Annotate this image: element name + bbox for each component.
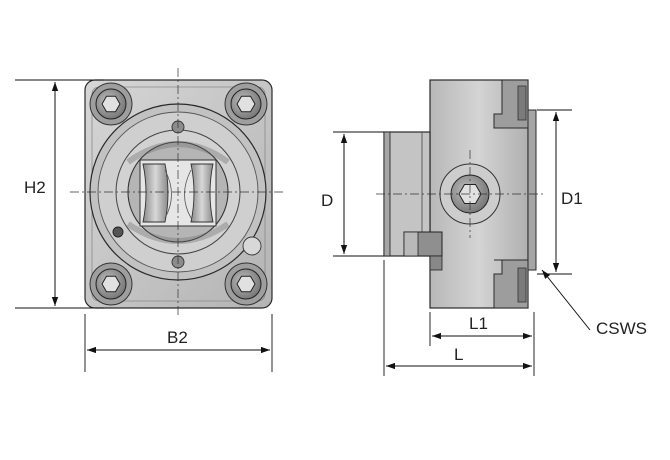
h2-label-bg — [22, 176, 52, 198]
csws-leader-line — [541, 269, 591, 331]
screw-top-right — [224, 82, 268, 126]
side-view — [376, 79, 545, 309]
screw-bottom-left — [89, 262, 133, 306]
d1-label: D1 — [561, 189, 583, 208]
csws-label: CSWS — [596, 319, 647, 338]
front-dowel — [242, 236, 262, 256]
l-label: L — [454, 345, 463, 364]
side-bottom-groove — [517, 267, 527, 303]
screw-top-left — [89, 82, 133, 126]
b2-label: B2 — [167, 328, 188, 347]
side-cover-plate — [527, 109, 537, 271]
front-roller-left — [142, 163, 169, 223]
front-roller-center — [164, 169, 192, 219]
front-view — [70, 68, 286, 318]
side-key-lower — [429, 255, 443, 271]
d-label: D — [321, 191, 333, 210]
screw-bottom-right — [224, 262, 268, 306]
front-pin-hole — [112, 226, 124, 238]
l1-label: L1 — [469, 314, 488, 333]
side-key-top — [403, 231, 419, 257]
side-top-groove — [517, 85, 527, 121]
front-roller-right — [190, 163, 214, 223]
dimensions: H2 B2 D D1 L1 L CSWS — [15, 79, 647, 376]
h2-label: H2 — [24, 178, 46, 197]
